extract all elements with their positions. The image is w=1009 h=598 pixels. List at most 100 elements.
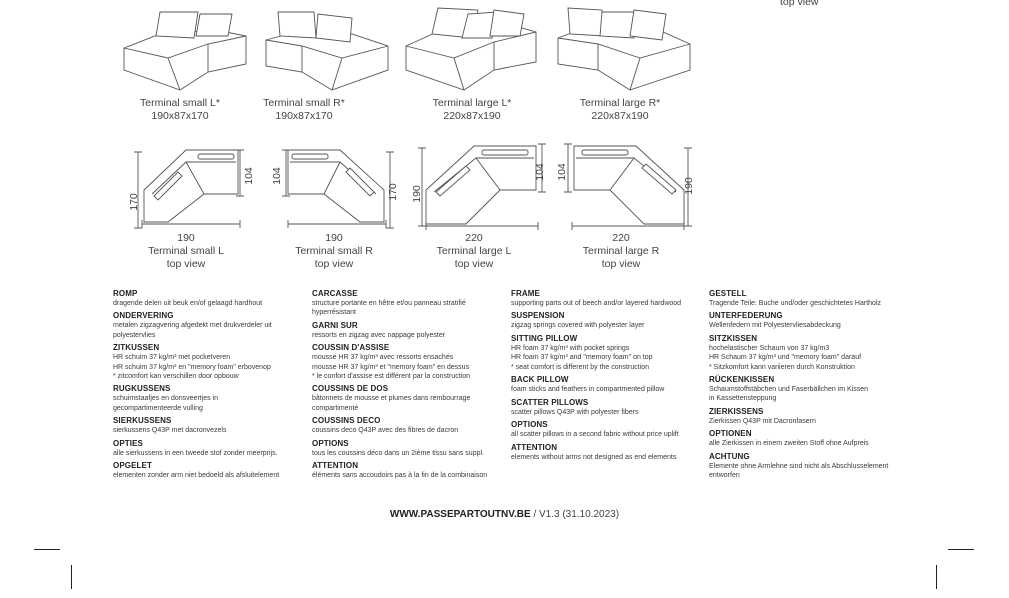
perspective-terminal-small-r xyxy=(265,11,389,91)
crop-mark-right-h xyxy=(948,549,974,550)
topview-1-side-a: 170 xyxy=(127,193,140,211)
perspective-caption-3: Terminal large L*220x87x190 xyxy=(432,97,512,122)
spec-heading: ZITKUSSEN xyxy=(113,343,160,353)
spec-line: compartimenté xyxy=(312,404,359,412)
spec-heading: ATTENTION xyxy=(312,461,359,471)
spec-line: hochelastischer Schaum von 37 kg/m3 xyxy=(709,344,830,352)
topview-terminal-small-r xyxy=(282,149,394,229)
spec-column-de: GESTELL Tragende Teile: Buche und/oder ge… xyxy=(709,289,899,484)
spec-line: supporting parts out of beech and/or lay… xyxy=(511,300,682,307)
spec-heading: SCATTER PILLOWS xyxy=(511,397,589,407)
spec-heading: ZIERKISSENS xyxy=(709,406,764,416)
footer: WWW.PASSEPARTOUTNV.BE / V1.3 (31.10.2023… xyxy=(0,509,1009,520)
footer-website[interactable]: WWW.PASSEPARTOUTNV.BE xyxy=(389,509,531,520)
topview-2-side-a: 104 xyxy=(270,167,283,185)
spec-heading: UNTERFEDERUNG xyxy=(709,311,783,321)
spec-section: GESTELL Tragende Teile: Buche und/oder ge… xyxy=(709,289,899,308)
spec-heading: COUSSIN D'ASSISE xyxy=(312,343,390,353)
perspective-caption-2: Terminal small R*190x87x170 xyxy=(263,97,345,122)
spec-line: Wellenfedern mit Polyestervliesabdeckung xyxy=(709,322,841,330)
spec-line: structure portante en hêtre et/ou pannea… xyxy=(312,300,466,307)
spec-heading: ATTENTION xyxy=(511,442,558,452)
spec-line: polyestervlies xyxy=(113,331,156,339)
spec-line: dragende delen uit beuk en/of gelaagd ha… xyxy=(113,300,263,307)
spec-line: sierkussens Q43P met dacronvezels xyxy=(113,427,227,435)
spec-line: * Sitzkomfort kann variieren durch Konst… xyxy=(709,363,855,371)
spec-line: HR schuim 37 kg/m³ met pocketveren xyxy=(113,354,231,362)
truncated-top-view-label: top view xyxy=(780,0,819,8)
spec-line: Tragende Teile: Buche und/oder geschicht… xyxy=(709,300,881,307)
spec-line: ressorts en zigzag avec nappage polyeste… xyxy=(312,331,446,339)
spec-heading: OPTIONEN xyxy=(709,429,752,439)
spec-line: HR foam 37 kg/m³ with pocket springs xyxy=(511,344,630,352)
spec-line: * seat comfort is different by the const… xyxy=(511,363,649,371)
spec-line: Elemente ohne Armlehne sind nicht als Ab… xyxy=(709,462,889,470)
crop-mark-left-h xyxy=(34,549,60,550)
spec-heading: SIERKUSSENS xyxy=(113,416,172,426)
spec-heading: SUSPENSION xyxy=(511,311,565,321)
spec-heading: OPTIES xyxy=(113,438,143,448)
topview-terminal-large-r xyxy=(564,143,692,230)
spec-heading: RUGKUSSENS xyxy=(113,384,171,394)
topview-4-side-a: 104 xyxy=(555,163,568,181)
spec-line: zigzag springs covered with polyester la… xyxy=(511,322,645,330)
spec-heading: ONDERVERING xyxy=(113,311,174,321)
spec-heading: BACK PILLOW xyxy=(511,375,569,385)
spec-heading: GESTELL xyxy=(709,289,747,298)
spec-line: foam sticks and feathers in compartmente… xyxy=(511,386,665,394)
topview-terminal-large-l xyxy=(418,143,546,230)
spec-line: alle sierkussens in een tweede stof zond… xyxy=(113,449,278,457)
spec-line: in Kassettensteppung xyxy=(709,395,777,403)
spec-line: elementen zonder arm niet bedoeld als af… xyxy=(113,472,280,480)
topview-4-side-b: 190 xyxy=(682,177,695,195)
spec-line: HR Schaum 37 kg/m³ und "memory foam" dar… xyxy=(709,354,862,362)
spec-line: elements without arms not designed as en… xyxy=(511,453,677,461)
spec-heading: GARNI SUR xyxy=(312,320,358,330)
spec-line: metalen zigzagvering afgedekt met drukve… xyxy=(113,322,272,330)
spec-line: éléments sans accoudoirs pas à la fin de… xyxy=(312,472,488,480)
spec-line: mousse HR 37 kg/m³ et "memory foam" en d… xyxy=(312,363,470,371)
topview-2-side-b: 170 xyxy=(386,183,399,201)
spec-line: coussins deco Q43P avec des fibres de da… xyxy=(312,427,459,435)
topview-terminal-small-l xyxy=(134,149,244,229)
perspective-terminal-large-l xyxy=(405,7,537,91)
spec-heading: OPTIONS xyxy=(312,438,349,448)
topview-3-side-b: 104 xyxy=(533,163,546,181)
spec-line: all scatter pillows in a second fabric w… xyxy=(511,431,679,439)
spec-heading: COUSSINS DE DOS xyxy=(312,384,389,394)
spec-heading: COUSSINS DECO xyxy=(312,416,381,426)
perspective-caption-4: Terminal large R*220x87x190 xyxy=(579,97,661,122)
spec-line: bâtonnets de mousse et plumes dans rembo… xyxy=(312,395,471,403)
perspective-caption-1: Terminal small L*190x87x170 xyxy=(140,97,220,122)
footer-version: / V1.3 (31.10.2023) xyxy=(530,509,620,520)
spec-line: * le confort d'assise est différent par … xyxy=(312,372,471,380)
spec-heading: ACHTUNG xyxy=(709,451,750,461)
spec-heading: SITTING PILLOW xyxy=(511,333,578,343)
topview-3-side-a: 190 xyxy=(410,185,423,203)
spec-heading: OPGELET xyxy=(113,461,152,471)
spec-heading: OPTIONS xyxy=(511,420,548,430)
